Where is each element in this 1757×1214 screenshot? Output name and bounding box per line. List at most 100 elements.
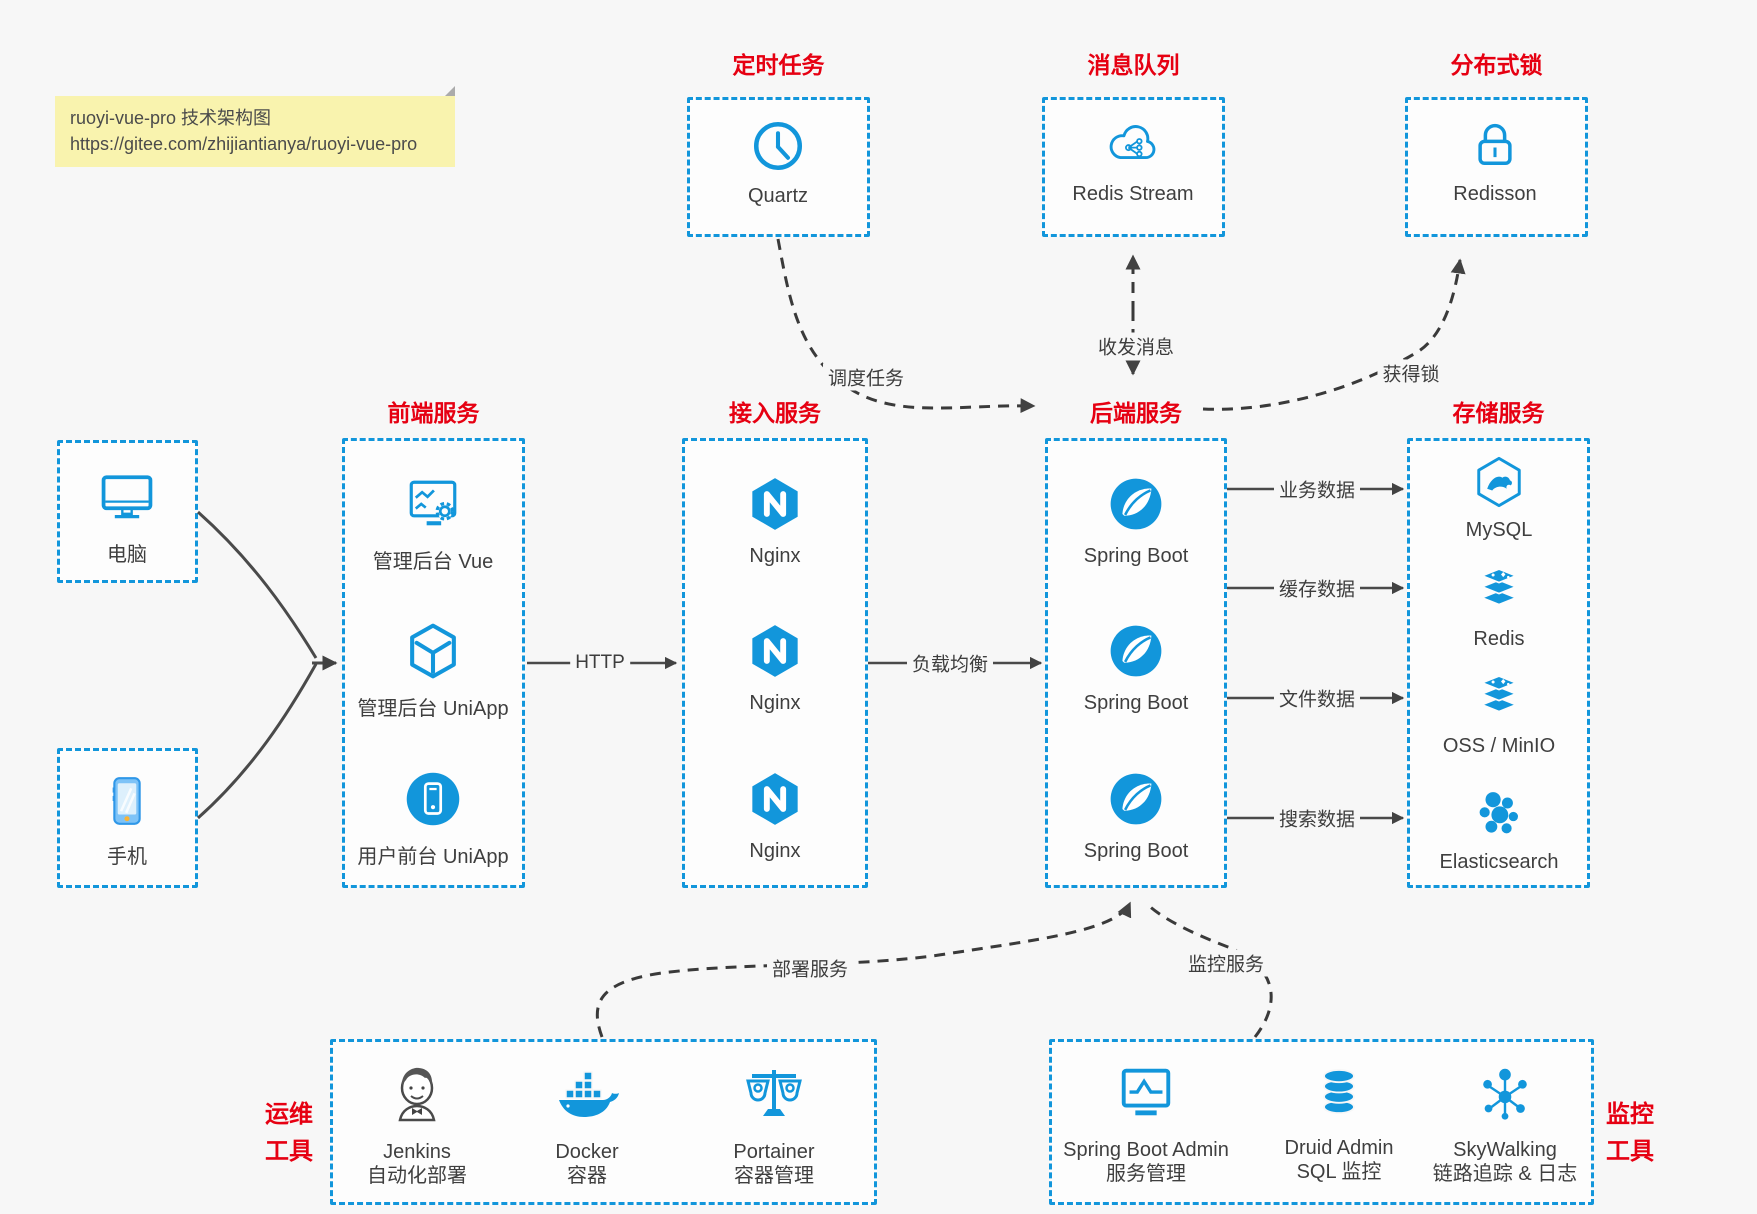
spring-boot-icon (1107, 622, 1165, 680)
pc-box (57, 440, 198, 583)
node-label: 管理后台 UniApp (357, 698, 509, 720)
edge-label-lock: 获得锁 (1377, 359, 1445, 387)
nginx-icon (746, 770, 804, 828)
monitor-chart-icon (1115, 1062, 1177, 1124)
node-label: Nginx (749, 840, 801, 862)
node-portainer: Portainer 容器管理 (674, 1062, 874, 1188)
node-nginx-3: Nginx (675, 770, 875, 863)
edge-label-cache-data: 缓存数据 (1273, 574, 1361, 602)
edge-label-load-balance: 负载均衡 (906, 649, 994, 677)
tool-desc: SQL 监控 (1296, 1161, 1382, 1183)
node-label: Quartz (747, 185, 809, 207)
title-gateway: 接入服务 (729, 400, 821, 426)
uniapp-cube-icon (404, 622, 462, 680)
docker-whale-icon (555, 1062, 619, 1126)
monitor-box (1049, 1039, 1594, 1205)
title-storage: 存储服务 (1452, 400, 1545, 426)
node-label: Redis Stream (1072, 183, 1194, 205)
node-label: OSS / MinIO (1442, 735, 1556, 757)
lock-icon (1467, 115, 1523, 173)
node-elasticsearch: Elasticsearch (1399, 787, 1599, 874)
node-nginx-1: Nginx (675, 475, 875, 568)
tool-desc: 自动化部署 (367, 1165, 467, 1187)
node-label: 电脑 (107, 544, 147, 566)
node-label: Elasticsearch (1439, 851, 1559, 873)
computer-icon (97, 466, 157, 526)
node-mysql: MySQL (1399, 455, 1599, 542)
mysql-icon (1472, 455, 1526, 509)
tool-desc: 容器管理 (734, 1165, 814, 1187)
trace-network-icon (1474, 1062, 1536, 1124)
ops-box (330, 1039, 877, 1205)
edge-lock-arrow (1202, 258, 1466, 411)
tool-name: Jenkins (383, 1141, 451, 1163)
node-nginx-2: Nginx (675, 622, 875, 715)
admin-dashboard-icon (404, 475, 462, 533)
database-icon (1309, 1062, 1369, 1122)
tool-name: Portainer (733, 1141, 815, 1163)
node-label: 手机 (107, 846, 147, 868)
node-oss-minio: OSS / MinIO (1399, 671, 1599, 758)
tool-desc: 容器 (566, 1165, 607, 1187)
sticky-note: ruoyi-vue-pro 技术架构图 https://gitee.com/zh… (55, 96, 455, 167)
tool-desc: 链路追踪 & 日志 (1432, 1163, 1578, 1185)
quartz-box (687, 97, 870, 237)
elasticsearch-cluster-icon (1472, 787, 1526, 841)
node-springboot-2: Spring Boot (1036, 622, 1236, 715)
tool-name: SkyWalking (1453, 1139, 1557, 1161)
edge-label-monitor: 监控服务 (1182, 949, 1270, 977)
note-url: https://gitee.com/zhijiantianya/ruoyi-vu… (70, 134, 418, 154)
node-label: Redisson (1453, 183, 1537, 205)
nginx-icon (746, 475, 804, 533)
node-admin-uniapp: 管理后台 UniApp (333, 622, 533, 721)
note-title: ruoyi-vue-pro 技术架构图 (70, 108, 272, 128)
monitor-title-line1: 监控 (1606, 1101, 1654, 1128)
node-label: 管理后台 Vue (372, 551, 494, 573)
node-pc: 电脑 (27, 466, 227, 567)
title-message-queue: 消息队列 (1087, 52, 1180, 78)
mobile-app-circle-icon (404, 770, 462, 828)
node-redis-stream: Redis Stream (1033, 115, 1233, 206)
node-label: Redis (1473, 628, 1525, 650)
title-monitor-tools: 监控 工具 (1590, 1096, 1670, 1170)
jenkins-icon (385, 1062, 449, 1126)
node-label: Spring Boot (1083, 692, 1189, 714)
node-label: Spring Boot (1083, 840, 1189, 862)
title-frontend: 前端服务 (387, 400, 480, 426)
node-skywalking: SkyWalking 链路追踪 & 日志 (1405, 1062, 1605, 1186)
edge-deploy-arrow (595, 901, 1132, 1038)
tool-name: Docker (555, 1141, 619, 1163)
node-label: Spring Boot (1083, 545, 1189, 567)
monitor-title-line2: 工具 (1606, 1138, 1654, 1165)
lock-box (1405, 97, 1588, 237)
title-backend: 后端服务 (1090, 400, 1182, 426)
node-label: Nginx (749, 692, 801, 714)
node-druid-admin: Druid Admin SQL 监控 (1239, 1062, 1439, 1184)
spring-boot-icon (1107, 475, 1165, 533)
node-jenkins: Jenkins 自动化部署 (317, 1062, 517, 1188)
title-ops-tools: 运维 工具 (249, 1096, 329, 1170)
redis-stack-icon (1472, 564, 1526, 618)
node-label: 用户前台 UniApp (357, 846, 509, 868)
node-user-uniapp: 用户前台 UniApp (333, 770, 533, 869)
edge-label-schedule: 调度任务 (822, 363, 910, 391)
cloud-share-icon (1103, 115, 1163, 173)
node-phone: 手机 (27, 772, 227, 869)
node-redis: Redis (1399, 564, 1599, 651)
edge-label-business-data: 业务数据 (1273, 475, 1361, 503)
ops-title-line2: 工具 (265, 1138, 313, 1165)
tool-name: Druid Admin (1284, 1137, 1394, 1159)
ops-title-line1: 运维 (265, 1101, 313, 1128)
clock-icon (749, 117, 807, 175)
tool-desc: 服务管理 (1106, 1163, 1186, 1185)
node-quartz: Quartz (678, 117, 878, 208)
edge-label-search-data: 搜索数据 (1273, 804, 1361, 832)
node-label: MySQL (1465, 519, 1533, 541)
node-spring-boot-admin: Spring Boot Admin 服务管理 (1046, 1062, 1246, 1186)
mq-box (1042, 97, 1225, 237)
node-admin-vue: 管理后台 Vue (333, 475, 533, 574)
node-docker: Docker 容器 (487, 1062, 687, 1188)
title-distributed-lock: 分布式锁 (1450, 52, 1543, 78)
edge-label-messages: 收发消息 (1092, 332, 1180, 360)
